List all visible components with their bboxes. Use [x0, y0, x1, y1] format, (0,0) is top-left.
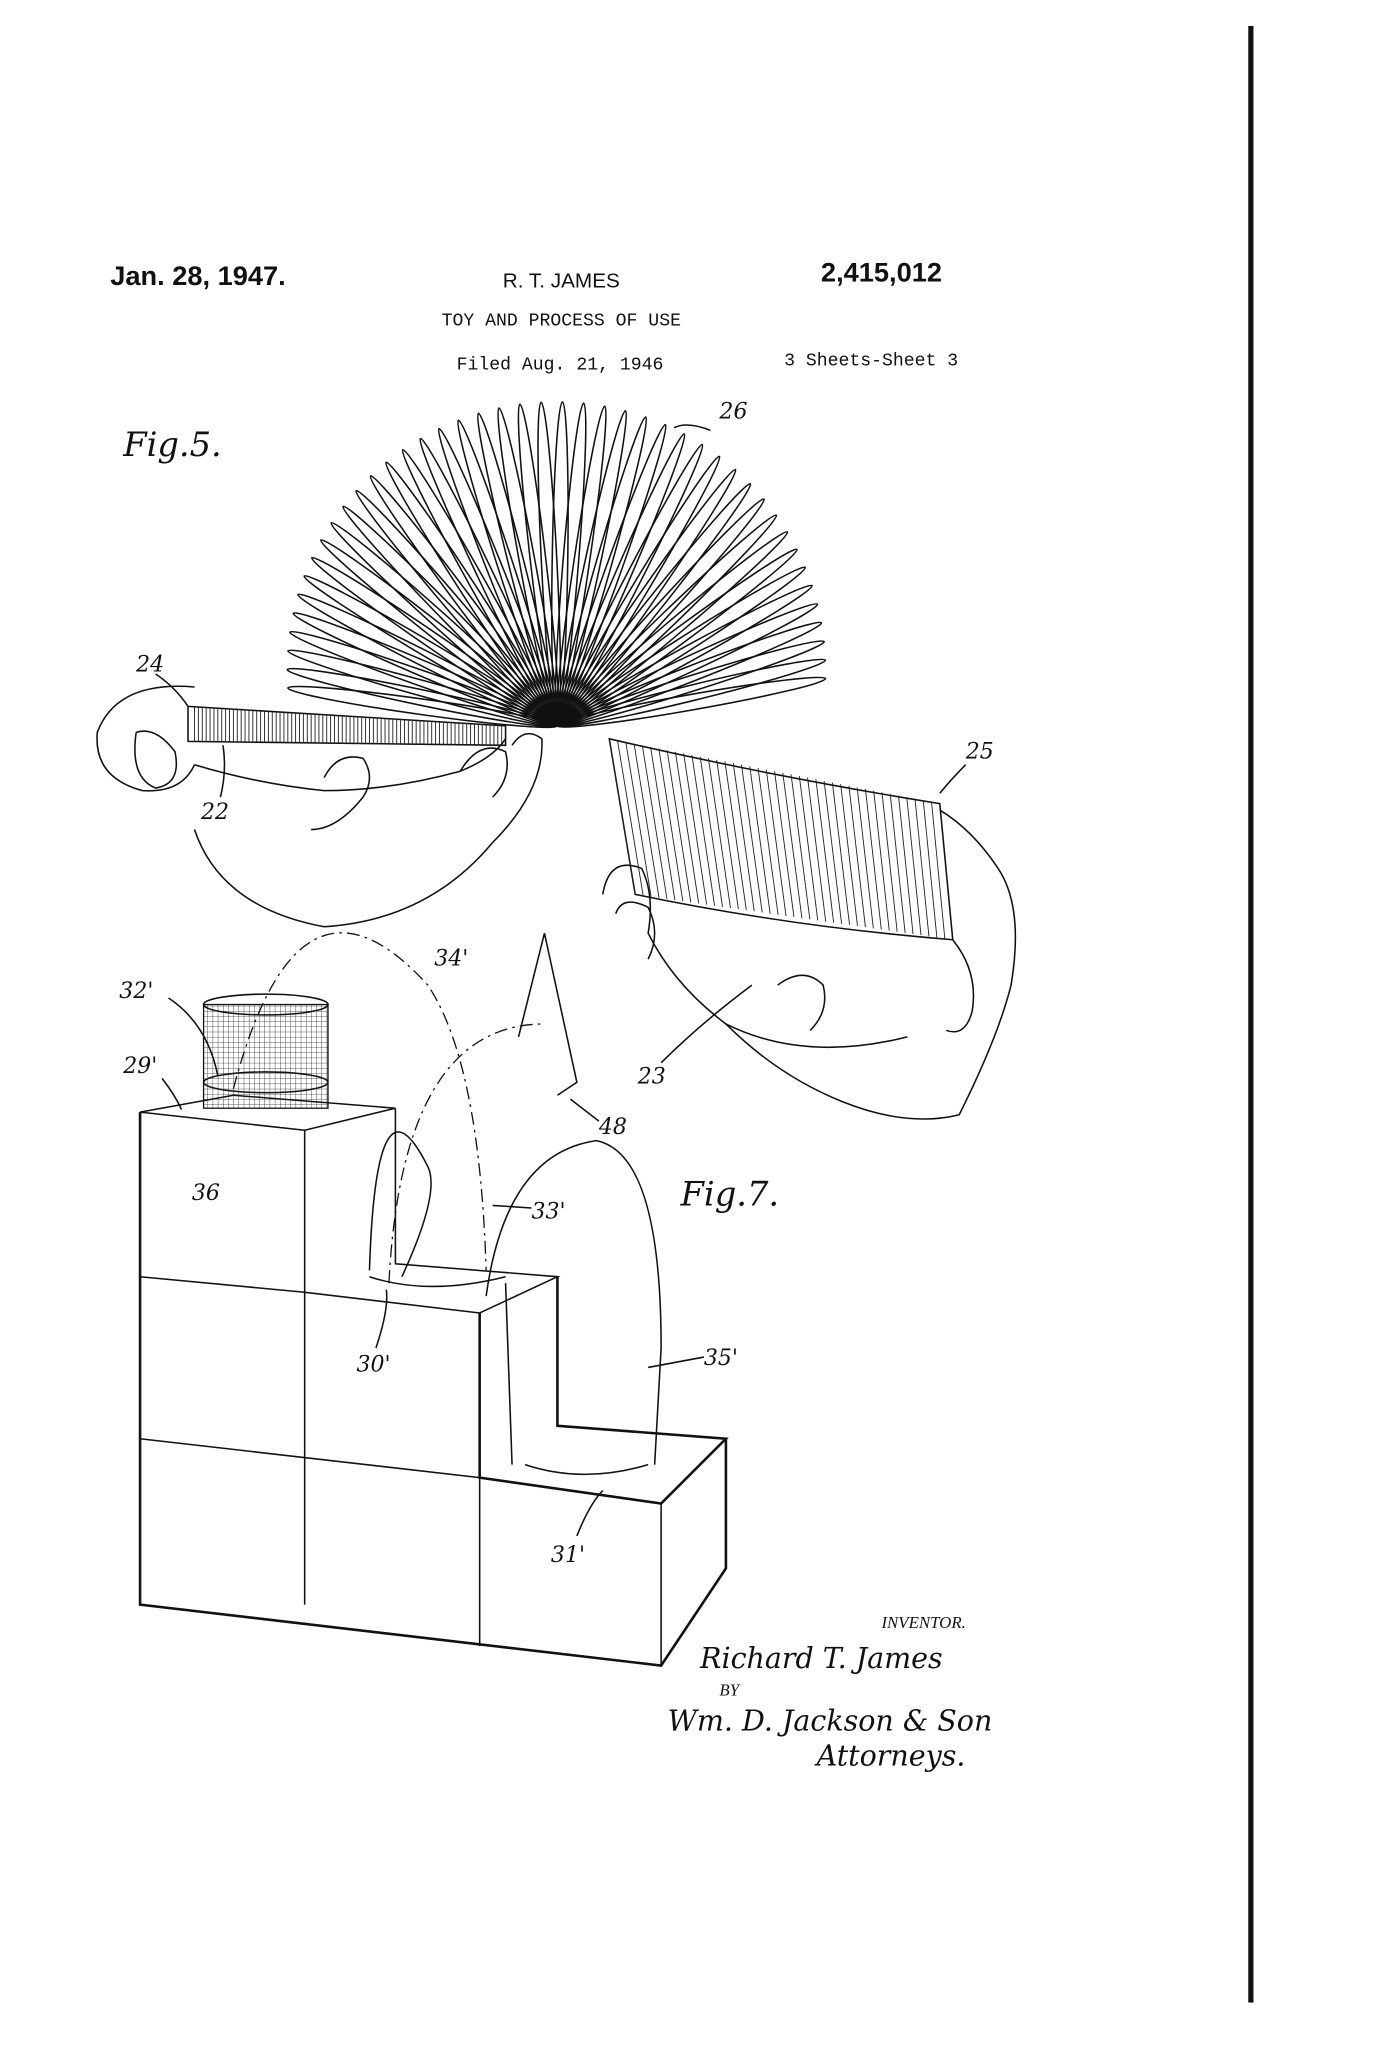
coil-loop — [537, 401, 562, 727]
coil-hatch — [931, 801, 946, 939]
inventor-label: INVENTOR. — [880, 1613, 965, 1632]
ref-31: 31' — [551, 1543, 585, 1568]
inventor-signature: Richard T. James — [699, 1642, 943, 1675]
coil-hatch — [823, 780, 843, 924]
stair-blocks — [138, 932, 729, 1667]
coil-hatch — [914, 798, 930, 937]
coil-hatch — [707, 758, 731, 909]
coil-hatch — [691, 754, 716, 906]
right-coil-stack — [608, 737, 954, 941]
attorneys-label: Attorneys. — [814, 1739, 966, 1772]
ref-36: 36 — [192, 1181, 220, 1206]
patent-title: TOY AND PROCESS OF USE — [442, 311, 681, 331]
coil-hatch — [898, 795, 914, 935]
coil-hatch — [741, 764, 763, 913]
ref-35: 35' — [704, 1346, 738, 1371]
coil-hatch — [774, 771, 795, 918]
coil-loop — [319, 539, 559, 727]
ref-34: 34' — [434, 947, 468, 972]
coil-loop — [556, 530, 789, 727]
coil-hatch — [608, 738, 636, 895]
slinky-drawing — [286, 401, 827, 729]
ref-22: 22 — [200, 800, 229, 825]
coil-hatch — [757, 767, 779, 915]
coil-hatch — [782, 772, 803, 919]
coil-hatch — [683, 753, 708, 905]
margin-rule — [1248, 25, 1254, 2003]
coil-hatch — [790, 774, 811, 920]
coil-loop — [476, 412, 559, 727]
right-hand — [602, 809, 1017, 1120]
coil-hatch — [840, 784, 858, 927]
coil-hatch — [749, 766, 771, 914]
patent-date: Jan. 28, 1947. — [110, 260, 285, 291]
coil-hatch — [848, 785, 866, 928]
coil-hatch — [873, 790, 890, 931]
coil-hatch — [856, 787, 874, 929]
coil-hatch — [798, 776, 819, 921]
coil-hatch — [889, 793, 906, 933]
coil-hatch — [922, 800, 938, 938]
coil-hatch — [699, 756, 723, 907]
coil-hatch — [650, 746, 676, 901]
fig5-label: Fig.5. — [122, 425, 222, 464]
ref-25: 25 — [965, 739, 994, 764]
ref-32: 32' — [119, 979, 153, 1004]
coil-hatch — [617, 740, 644, 896]
coil-hatch — [831, 782, 850, 926]
coil-loop — [556, 676, 827, 728]
coil-hatch — [765, 769, 787, 916]
coil-hatch — [864, 788, 882, 930]
coil-hatch — [732, 763, 755, 912]
sheet-count: 3 Sheets-Sheet 3 — [784, 352, 958, 372]
ref-29: 29' — [122, 1054, 157, 1079]
patent-number: 2,415,012 — [821, 256, 942, 287]
filed-date: Filed Aug. 21, 1946 — [457, 355, 664, 375]
coil-hatch — [666, 750, 692, 903]
coil-hatch — [658, 748, 684, 902]
ref-23: 23 — [637, 1065, 666, 1090]
ref-30: 30' — [357, 1352, 391, 1377]
ref-24: 24 — [135, 652, 164, 677]
coil-hatch — [716, 759, 739, 910]
coil-hatch — [807, 777, 827, 922]
coil-hatch — [641, 745, 668, 899]
attorney-signature: Wm. D. Jackson & Son — [668, 1704, 993, 1737]
coil-hatch — [625, 741, 652, 897]
coil-hatch — [633, 743, 660, 898]
ref-48: 48 — [598, 1115, 627, 1140]
coil-hatch — [881, 792, 898, 932]
ref-33: 33' — [531, 1199, 565, 1224]
coil-hatch — [724, 761, 747, 911]
coil-hatch — [815, 779, 835, 923]
left-coil-stack — [187, 705, 507, 747]
by-label: BY — [719, 1680, 740, 1699]
coil-hatch — [674, 751, 700, 904]
coil-hatch — [906, 797, 922, 936]
fig7-label: Fig.7. — [680, 1174, 780, 1213]
ref-26: 26 — [718, 400, 747, 425]
left-hand — [96, 685, 543, 928]
inventor-short: R. T. JAMES — [503, 270, 620, 293]
